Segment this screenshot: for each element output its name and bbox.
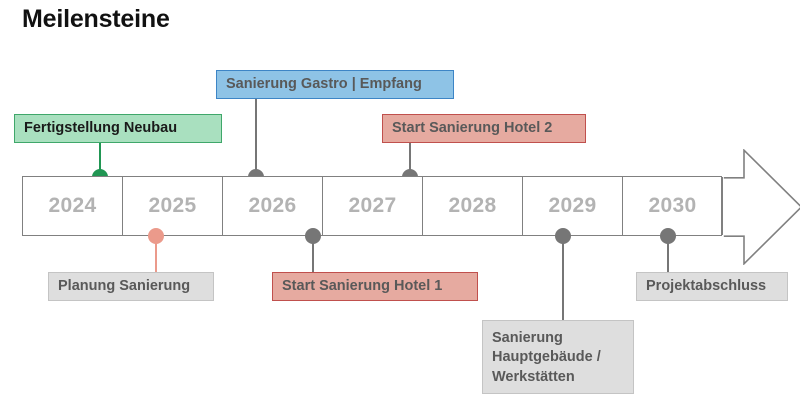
milestone-label-text: Sanierung Hauptgebäude / Werkstätten	[492, 330, 601, 385]
milestone-label-planung-sanierung[interactable]: Planung Sanierung	[48, 272, 214, 301]
milestone-label-text: Sanierung Gastro | Empfang	[226, 75, 422, 92]
connector-stem-start-sanierung-hotel-1	[311, 236, 315, 272]
milestone-label-sanierung-hauptgebaeude-werkstaetten[interactable]: Sanierung Hauptgebäude / Werkstätten	[482, 320, 634, 394]
milestone-label-text: Fertigstellung Neubau	[24, 119, 178, 136]
connector-stem-sanierung-gastro-empfang	[254, 99, 258, 177]
milestone-label-text: Start Sanierung Hotel 2	[392, 119, 553, 136]
connector-stem-fertigstellung-neubau	[98, 143, 102, 177]
connector-stem-planung-sanierung	[154, 236, 158, 272]
connector-stem-projektabschluss	[666, 236, 670, 272]
timeline-bar: 2024 2025 2026 2027 2028 2029 2030	[22, 149, 800, 265]
timeline-year-2026[interactable]: 2026	[223, 177, 323, 235]
milestone-label-start-sanierung-hotel-2[interactable]: Start Sanierung Hotel 2	[382, 114, 586, 143]
milestone-label-sanierung-gastro-empfang[interactable]: Sanierung Gastro | Empfang	[216, 70, 454, 99]
connector-stem-start-sanierung-hotel-2	[408, 143, 412, 177]
milestone-label-projektabschluss[interactable]: Projektabschluss	[636, 272, 788, 301]
milestone-label-fertigstellung-neubau[interactable]: Fertigstellung Neubau	[14, 114, 222, 143]
timeline-year-2029[interactable]: 2029	[523, 177, 623, 235]
timeline-year-2028[interactable]: 2028	[423, 177, 523, 235]
timeline-year-2030[interactable]: 2030	[623, 177, 723, 235]
timeline-year-2024[interactable]: 2024	[23, 177, 123, 235]
milestone-label-text: Planung Sanierung	[58, 277, 191, 294]
connector-stem-sanierung-hauptgebaeude-werkstaetten	[561, 236, 565, 320]
right-arrow-icon	[723, 149, 800, 265]
milestone-label-text: Start Sanierung Hotel 1	[282, 277, 443, 294]
page-title: Meilensteine	[22, 5, 170, 33]
timeline-year-2027[interactable]: 2027	[323, 177, 423, 235]
timeline-year-2025[interactable]: 2025	[123, 177, 223, 235]
milestone-label-text: Projektabschluss	[646, 277, 767, 294]
milestone-label-start-sanierung-hotel-1[interactable]: Start Sanierung Hotel 1	[272, 272, 478, 301]
